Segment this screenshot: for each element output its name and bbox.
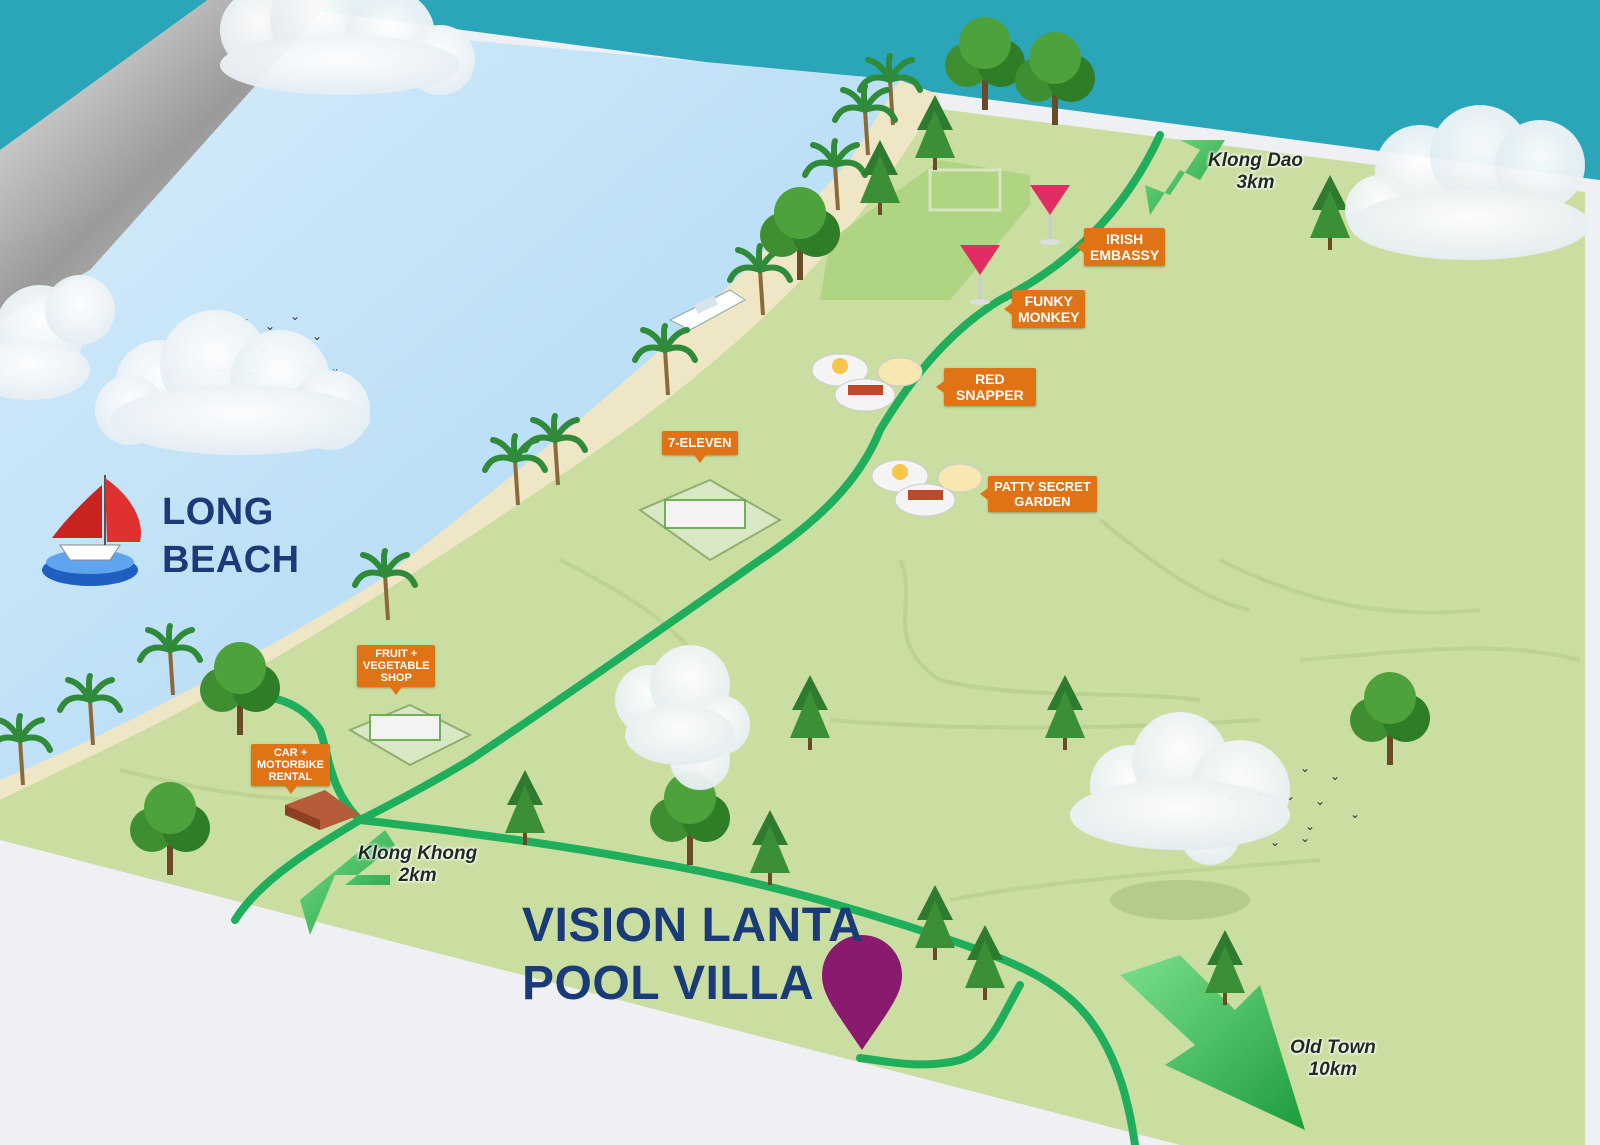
- klong-dao-name: Klong Dao: [1208, 150, 1303, 171]
- tag-funky-monkey: FUNKY MONKEY: [1003, 290, 1086, 328]
- leafy-tree: [1015, 32, 1095, 125]
- leafy-tree: [200, 642, 280, 735]
- tag-seven-eleven: 7-ELEVEN: [662, 431, 738, 463]
- tag-red-snapper: RED SNAPPER: [936, 368, 1036, 406]
- palm-tree: [57, 673, 123, 746]
- palm-tree: [832, 83, 898, 156]
- palm-tree: [482, 433, 548, 506]
- svg-text:⌄: ⌄: [312, 329, 322, 343]
- palm-tree: [0, 713, 53, 786]
- palm-tree: [727, 243, 793, 316]
- svg-text:⌄: ⌄: [1315, 794, 1325, 808]
- svg-text:⌄: ⌄: [330, 361, 340, 375]
- palm-tree: [632, 323, 698, 396]
- trees: [0, 17, 1430, 1005]
- direction-old-town: Old Town 10km: [1290, 1037, 1376, 1081]
- tag-line: GARDEN: [1014, 494, 1071, 509]
- clouds: [0, 0, 1590, 865]
- cocktail-glasses: [960, 185, 1070, 305]
- pine-tree: [750, 810, 790, 885]
- seven-eleven-building: [637, 478, 783, 562]
- villa-title: VISION LANTA POOL VILLA: [522, 897, 863, 1013]
- pine-tree: [915, 95, 955, 170]
- tag-line: RENTAL: [268, 771, 313, 783]
- svg-text:⌄: ⌄: [1305, 819, 1315, 833]
- cloud-corner-left: [0, 275, 115, 400]
- parking-lot: [928, 168, 1002, 212]
- long-beach-line1: LONG: [162, 491, 274, 533]
- tag-irish-embassy: IRISH EMBASSY: [1075, 228, 1166, 266]
- svg-text:⌄: ⌄: [265, 319, 275, 333]
- tag-line: RED: [975, 371, 1005, 387]
- leafy-tree: [760, 187, 840, 280]
- food-plates: [811, 353, 983, 517]
- villa-title-line1: VISION LANTA: [522, 899, 864, 952]
- cloud-top-right: [1345, 105, 1590, 260]
- svg-text:⌄: ⌄: [1300, 761, 1310, 775]
- tag-line: MONKEY: [1018, 309, 1080, 325]
- pine-tree: [1045, 675, 1085, 750]
- cloud-shadow: [1110, 880, 1250, 920]
- pine-tree: [1310, 175, 1350, 250]
- tag-line: CAR +: [273, 747, 308, 759]
- klong-khong-name: Klong Khong: [358, 843, 478, 864]
- pine-tree: [1205, 930, 1245, 1005]
- car-rental-building: [285, 790, 360, 830]
- tag-line: 7-ELEVEN: [668, 435, 732, 450]
- svg-text:⌄: ⌄: [290, 309, 300, 323]
- svg-text:⌄: ⌄: [1350, 807, 1360, 821]
- svg-text:⌄: ⌄: [1300, 831, 1310, 845]
- direction-klong-dao: Klong Dao 3km: [1208, 150, 1303, 194]
- sailboat-icon: [42, 475, 141, 586]
- cloud-top-left: [220, 0, 475, 95]
- arrow-klong-khong: [300, 830, 395, 935]
- fruit-shop-building: [347, 703, 473, 767]
- leafy-tree: [130, 782, 210, 875]
- svg-text:⌄: ⌄: [240, 311, 250, 325]
- cloud-center: [615, 645, 750, 790]
- klong-khong-distance: 2km: [398, 865, 437, 886]
- tag-fruit-vegetable-shop: FRUIT + VEGETABLE SHOP: [357, 645, 436, 695]
- palm-tree: [802, 138, 868, 211]
- long-beach-label: LONG BEACH: [162, 488, 300, 584]
- tag-line: EMBASSY: [1090, 247, 1160, 263]
- klong-dao-distance: 3km: [1236, 172, 1275, 193]
- tag-car-motorbike-rental: CAR + MOTORBIKE RENTAL: [251, 744, 331, 794]
- palm-tree: [137, 623, 203, 696]
- old-town-name: Old Town: [1290, 1037, 1376, 1058]
- svg-text:⌄: ⌄: [1330, 769, 1340, 783]
- pine-tree: [505, 770, 545, 845]
- tag-line: IRISH: [1105, 231, 1144, 247]
- cloud-left: [95, 310, 370, 455]
- old-town-distance: 10km: [1308, 1059, 1358, 1080]
- svg-text:⌄: ⌄: [1285, 789, 1295, 803]
- villa-title-line2: POOL VILLA: [522, 957, 815, 1010]
- sea-area: [0, 20, 900, 780]
- tag-line: MOTORBIKE: [257, 759, 325, 771]
- leafy-tree: [945, 17, 1025, 110]
- arrow-klong-dao: [1145, 140, 1225, 215]
- cloud-right: [1070, 712, 1290, 865]
- tag-line: SNAPPER: [956, 387, 1024, 403]
- pine-tree: [790, 675, 830, 750]
- tag-line: VEGETABLE: [363, 660, 430, 672]
- leafy-tree: [1350, 672, 1430, 765]
- pine-tree: [965, 925, 1005, 1000]
- pine-tree: [915, 885, 955, 960]
- tag-patty-secret-garden: PATTY SECRET GARDEN: [980, 476, 1097, 512]
- svg-text:⌄: ⌄: [1270, 835, 1280, 849]
- pine-tree: [860, 140, 900, 215]
- long-beach-line2: BEACH: [162, 539, 300, 581]
- direction-klong-khong: Klong Khong 2km: [358, 843, 477, 887]
- tag-line: SHOP: [380, 672, 412, 684]
- tag-line: FRUIT +: [375, 648, 418, 660]
- location-pin: [822, 935, 902, 1050]
- speedboat: [668, 289, 746, 331]
- arrow-old-town: [1120, 955, 1305, 1130]
- tag-line: FUNKY: [1024, 293, 1073, 309]
- tag-line: PATTY SECRET: [994, 479, 1091, 494]
- palm-tree: [352, 548, 418, 621]
